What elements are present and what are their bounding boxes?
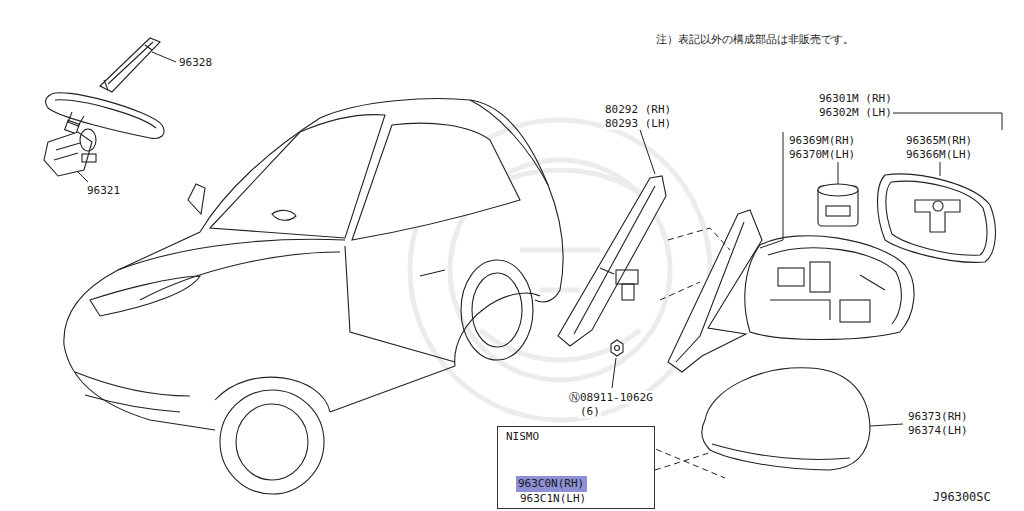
part-number: 96373(RH) <box>907 410 969 423</box>
rearview-mirror <box>80 129 96 151</box>
car-outline <box>352 123 520 240</box>
option-box: NISMO 963C1N(LH) 963C0N(RH) <box>497 426 655 509</box>
car-outline <box>64 99 563 494</box>
car-outline <box>90 276 200 316</box>
note: 注）表記以外の構成部品は非販売です。 <box>655 33 855 46</box>
car-outline <box>272 210 296 220</box>
car-outline <box>420 270 445 276</box>
highlight-box: 963C0N(RH) <box>516 476 587 492</box>
mirror-assembly <box>770 275 885 320</box>
car-outline <box>85 395 180 412</box>
part-number: 80293 (LH) <box>604 117 672 130</box>
part-number: 80292 (RH) <box>604 103 672 116</box>
leader-line <box>78 52 1002 426</box>
part-number: 96366M(LH) <box>905 148 973 161</box>
rearview-mirror <box>82 154 96 162</box>
leader-line <box>870 424 903 426</box>
rearview-mirror <box>55 100 156 128</box>
mirror-glass <box>886 181 987 255</box>
nut <box>611 340 623 356</box>
leader-line <box>612 358 616 388</box>
corner-trim <box>558 176 666 346</box>
mirror-glass <box>933 201 943 211</box>
mirror-assembly <box>768 248 901 324</box>
mirror-assembly <box>778 268 804 286</box>
car-outline <box>220 390 324 494</box>
rearview-mirror <box>44 93 164 176</box>
mirror-motor <box>818 184 858 226</box>
mirror-bracket <box>104 42 153 90</box>
leader-line <box>760 132 783 248</box>
mirror-motor <box>826 206 850 216</box>
corner-trim <box>574 186 655 334</box>
car-outline <box>345 246 455 362</box>
mirror-assembly <box>810 262 830 292</box>
rearview-mirror <box>46 93 165 139</box>
car-outline <box>140 252 340 300</box>
mirror-cover <box>712 444 850 459</box>
part-number: 96328 <box>178 56 213 69</box>
part-number: 96302M (LH) <box>818 106 893 119</box>
part-number: 96321 <box>86 184 121 197</box>
part-number: 96369M(RH) <box>788 134 856 147</box>
corner-trim <box>600 268 614 274</box>
part-number: 96374(LH) <box>907 424 969 437</box>
car-outline <box>461 260 533 360</box>
leader-line <box>152 52 176 62</box>
rearview-mirror <box>54 143 80 160</box>
leader-line <box>838 162 839 184</box>
car-outline <box>118 239 345 270</box>
nut <box>615 346 620 351</box>
car-outline <box>188 184 205 214</box>
car-outline <box>64 345 215 430</box>
group-heading: NISMO <box>506 430 539 443</box>
mirror-glass <box>915 200 960 232</box>
part-number: 96365M(RH) <box>905 134 973 147</box>
car-outline <box>236 404 308 480</box>
dashed-guide <box>668 228 730 250</box>
corner-trim <box>622 284 634 300</box>
mirror-bracket <box>100 38 160 92</box>
mirror-cover <box>702 368 870 470</box>
leader-line <box>78 172 88 182</box>
leader-line <box>940 162 941 176</box>
rearview-mirror <box>68 112 84 126</box>
quantity: (6) <box>579 405 601 418</box>
car-outline <box>215 377 330 412</box>
car-outline <box>472 273 522 347</box>
car-outline <box>455 293 540 366</box>
part-number: 963C0N(RH) <box>518 477 584 490</box>
mirror-assembly <box>676 222 744 362</box>
leader-line <box>875 113 1002 130</box>
mirror-assembly <box>668 210 914 372</box>
part-number: 963C1N(LH) <box>520 492 586 505</box>
dashed-guide <box>655 452 712 470</box>
part-number: 96370M(LH) <box>788 148 856 161</box>
corner-trim <box>616 270 638 284</box>
mirror-glass <box>878 174 996 262</box>
mirror-cover <box>702 368 870 470</box>
car-outline <box>470 100 548 185</box>
mirror-motor <box>818 184 858 196</box>
car-outline <box>330 366 455 412</box>
part-number: 96301M (RH) <box>818 92 893 105</box>
mirror-glass <box>878 174 996 262</box>
mirror-bracket <box>100 38 160 92</box>
diagram-code: J96300SC <box>932 490 992 504</box>
car-outline <box>75 372 190 396</box>
mirror-assembly <box>745 236 914 340</box>
nut <box>611 340 623 356</box>
corner-trim <box>558 176 666 346</box>
dashed-guide <box>660 282 700 300</box>
mirror-assembly <box>840 300 870 322</box>
leader-line <box>640 130 655 174</box>
part-number: Ⓝ08911-1062G <box>568 391 654 404</box>
